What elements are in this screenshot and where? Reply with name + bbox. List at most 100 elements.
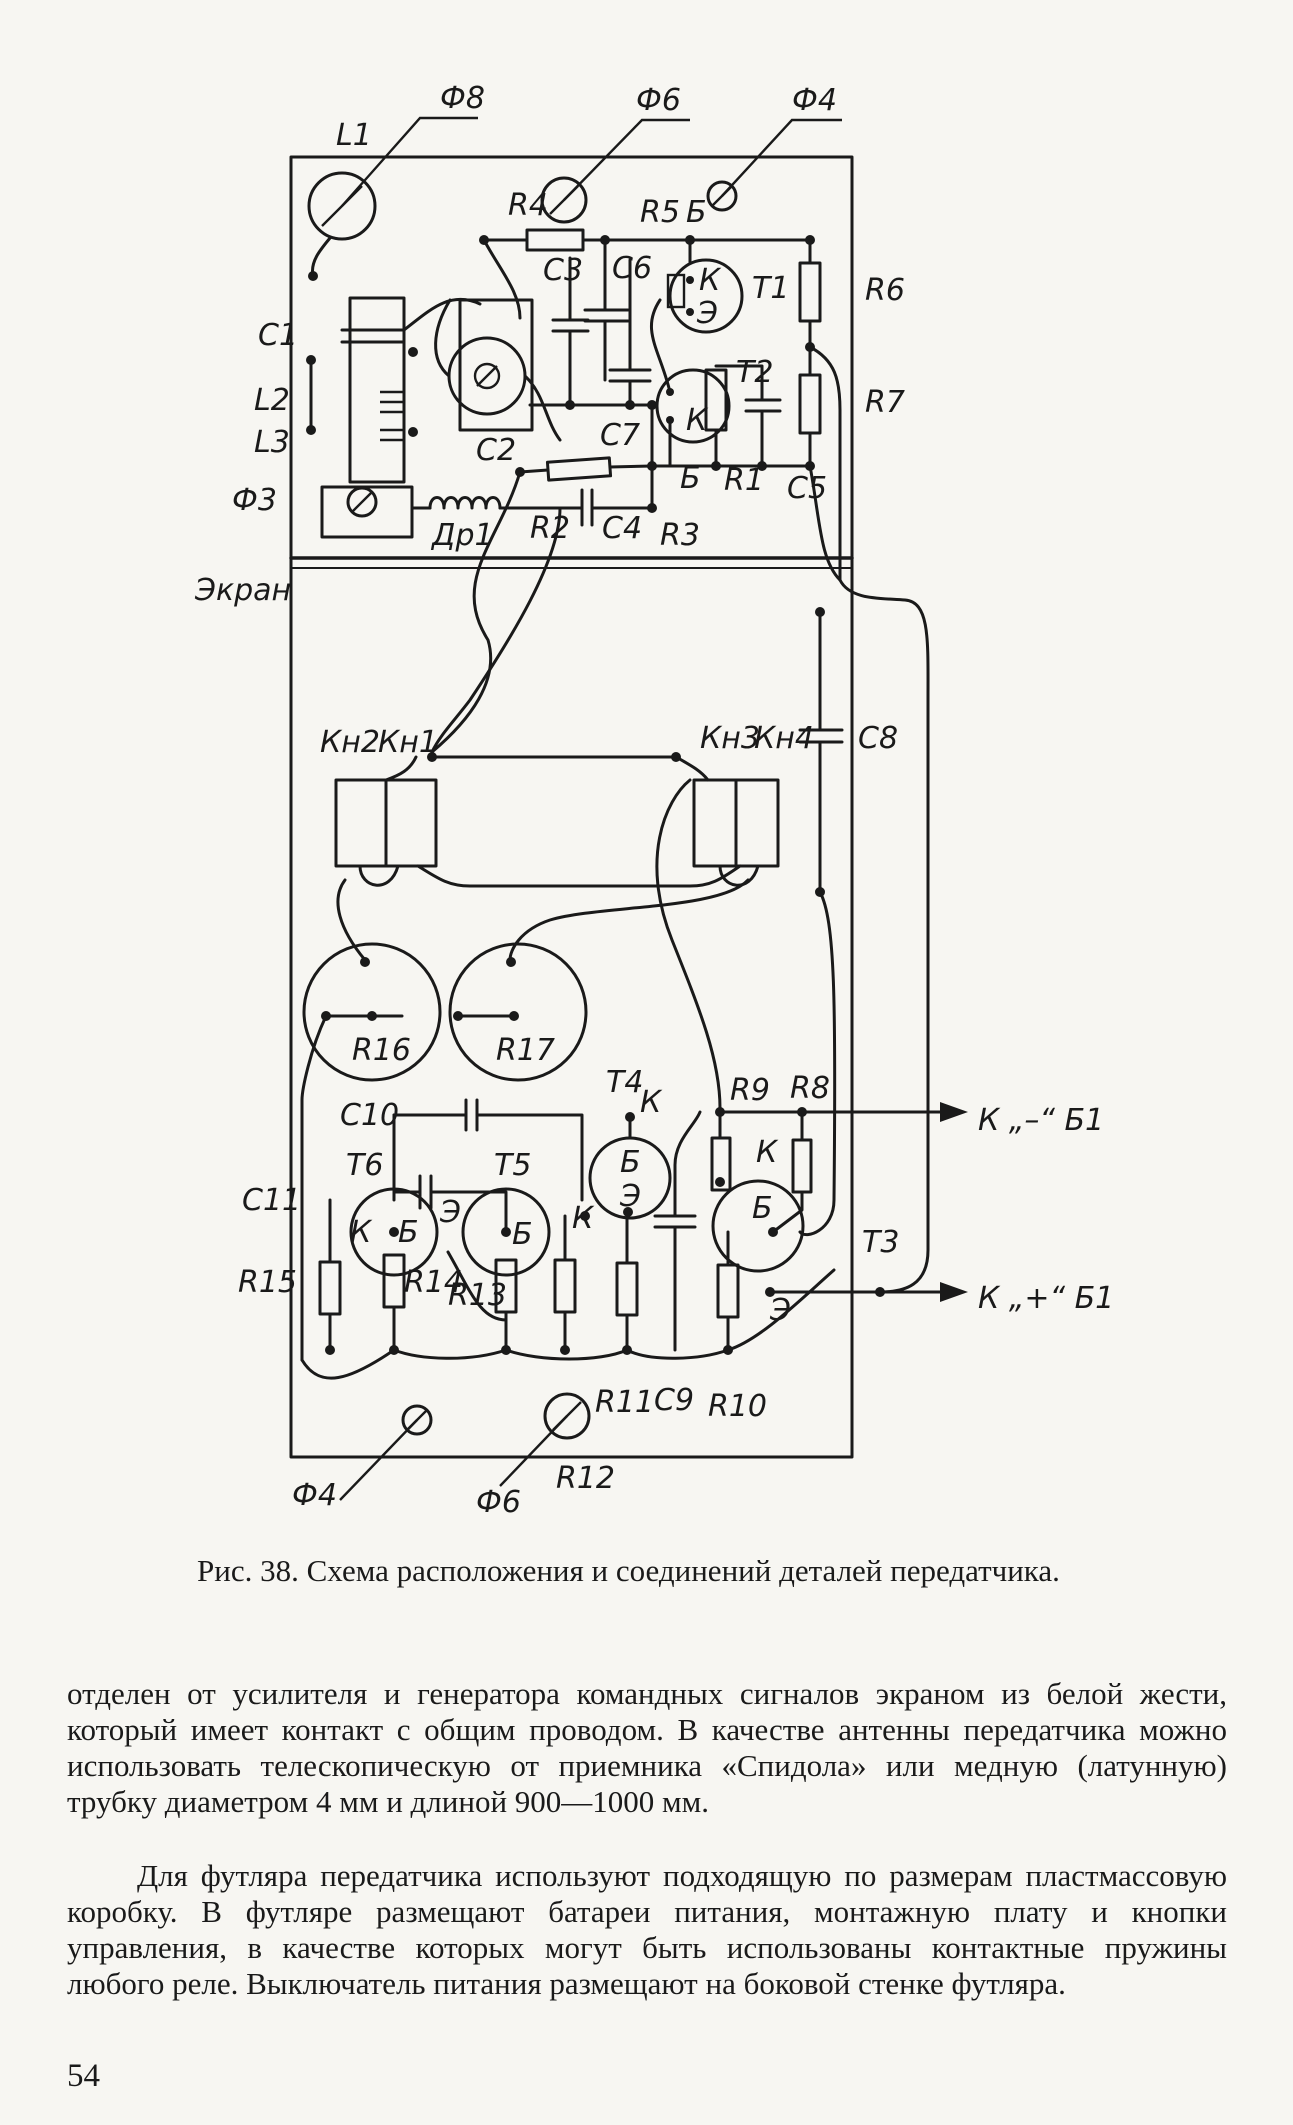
label-out-minus: К „–“ Б1 [978, 1103, 1104, 1138]
coil-former-l2-l3 [348, 296, 406, 484]
capacitor-c4 [580, 488, 594, 527]
label-c9: C9 [654, 1383, 694, 1418]
label-e-t1: Э [696, 296, 718, 331]
label-b-t3: Б [752, 1191, 773, 1226]
label-r8: R8 [790, 1071, 830, 1106]
capacitor-c5 [744, 398, 782, 413]
transistor-t6 [349, 1187, 439, 1277]
label-r13: R13 [448, 1278, 507, 1313]
coil-l1 [307, 171, 377, 241]
label-f4-top: Ф4 [792, 83, 837, 118]
capacitor-c1 [340, 328, 406, 344]
label-l2: L2 [254, 383, 290, 418]
label-l1: L1 [336, 118, 372, 153]
transistor-t1 [668, 258, 744, 334]
capacitor-c9 [653, 1214, 697, 1229]
label-t5: T5 [494, 1148, 531, 1183]
label-b-t2: Б [680, 461, 701, 496]
label-r9: R9 [730, 1073, 770, 1108]
transistor-t3 [711, 1179, 805, 1273]
resistor-r14 [382, 1253, 406, 1309]
label-r14: R14 [404, 1265, 463, 1300]
label-f3: Ф3 [232, 483, 277, 518]
label-r2: R2 [530, 511, 570, 546]
label-b-t1: Б [686, 195, 707, 230]
choke-dr1 [428, 496, 502, 510]
resistor-r4 [525, 228, 585, 252]
wire-l1-c1 [310, 236, 332, 278]
label-r12: R12 [556, 1461, 615, 1496]
figure-caption: Рис. 38. Схема расположения и соединений… [197, 1553, 1060, 1588]
label-k-t1: К [699, 263, 722, 298]
label-c11: C11 [242, 1183, 301, 1218]
label-t4: T4 [606, 1065, 643, 1100]
potentiometer-r16 [302, 942, 442, 1082]
trimmer-c2-body [458, 298, 534, 432]
label-c5: C5 [787, 471, 827, 506]
resistor-r15 [318, 1260, 342, 1316]
potentiometer-r17 [448, 942, 588, 1082]
label-c2: C2 [476, 433, 516, 468]
output-plus-arrow [940, 1282, 968, 1302]
label-r17: R17 [496, 1033, 555, 1068]
label-kn1: Кн1 [378, 725, 438, 760]
transistor-t2 [655, 368, 731, 444]
button-kn4 [734, 778, 780, 868]
label-l3: L3 [254, 425, 290, 460]
page-number: 54 [67, 2058, 100, 2094]
trimmer-f6-top [540, 176, 588, 224]
label-kn4: Кн4 [754, 721, 814, 756]
label-k-t4: К [640, 1085, 663, 1120]
resistor-r7 [798, 373, 822, 435]
resistor-r2 [545, 456, 613, 482]
trimmer-f4-top [706, 180, 738, 212]
transistor-t5 [461, 1187, 551, 1277]
label-r6: R6 [865, 273, 905, 308]
label-r15: R15 [238, 1265, 297, 1300]
trimmer-f3-housing [320, 485, 414, 539]
label-t2: T2 [736, 355, 773, 390]
label-k-t5: К [572, 1201, 595, 1236]
label-f8-top: Ф8 [440, 81, 485, 116]
button-kn2 [334, 778, 388, 868]
resistor-r12 [615, 1261, 639, 1317]
leader-f4-bottom [339, 1419, 418, 1501]
leader-f6-top [563, 118, 690, 201]
trimmer-f3 [346, 486, 378, 518]
label-e-t5: Э [439, 1195, 461, 1230]
label-kn2: Кн2 [320, 725, 380, 760]
label-c10: C10 [340, 1098, 399, 1133]
ground-rail [300, 1268, 836, 1380]
label-c4: C4 [602, 511, 642, 546]
label-c1: C1 [258, 318, 298, 353]
label-c8: C8 [858, 721, 898, 756]
resistor-r10 [716, 1263, 740, 1319]
label-r16: R16 [352, 1033, 411, 1068]
resistor-r11 [553, 1258, 577, 1314]
label-t3: T3 [862, 1225, 899, 1260]
mounting-board [289, 155, 854, 1459]
label-kn3: Кн3 [700, 721, 760, 756]
body-paragraph-1: отделен от усилителя и генератора команд… [67, 1676, 1227, 1819]
transmitter-wiring-diagram: Ф8 Ф6 Ф4 L1 C1 L2 L3 Ф3 Экран R4 R5 Б R6… [194, 81, 1114, 1520]
label-r1: R1 [724, 463, 764, 498]
t1-lead-block [666, 273, 686, 309]
capacitor-c3 [551, 318, 590, 333]
label-t6: T6 [346, 1148, 383, 1183]
capacitor-c6 [583, 308, 630, 323]
label-f6-bottom: Ф6 [476, 1485, 521, 1520]
label-k-t3: К [756, 1135, 779, 1170]
trimmer-f4-bottom [401, 1404, 433, 1436]
label-e-t4: Э [619, 1179, 641, 1214]
label-f4-bottom: Ф4 [292, 1478, 337, 1513]
trimmer-f6-bottom [543, 1392, 591, 1440]
label-c3: C3 [543, 253, 583, 288]
wire-to-buttons [430, 470, 522, 754]
label-b-t6: Б [398, 1215, 419, 1250]
label-out-plus: К „+“ Б1 [978, 1281, 1114, 1316]
label-r3: R3 [660, 518, 700, 553]
label-r10: R10 [708, 1389, 767, 1424]
leader-f6-bottom [499, 1415, 568, 1487]
body-paragraph-2: Для футляра передатчика используют подхо… [67, 1858, 1227, 2001]
label-r11: R11 [595, 1385, 654, 1420]
